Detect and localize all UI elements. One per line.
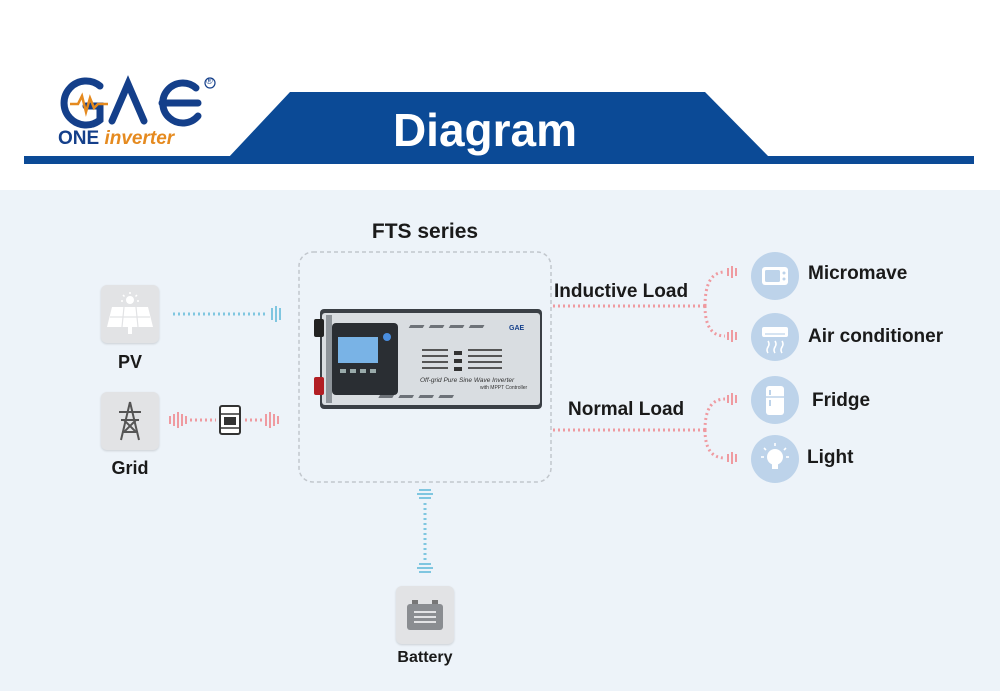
light-bulb-icon	[761, 443, 789, 469]
inverter-device: GAE Off-grid Pure Sine Wave Inverter wit…	[312, 305, 544, 415]
inverter-brand: GAE	[509, 325, 525, 332]
inverter-subcaption: with MPPT Controller	[480, 385, 528, 391]
banner-shape	[24, 75, 974, 164]
microwave-label: Micromave	[808, 263, 908, 284]
inverter-illustration	[314, 309, 542, 409]
grid-tile	[101, 392, 159, 450]
registered-mark: ®	[206, 76, 213, 86]
air-conditioner-icon	[762, 327, 788, 354]
logo-mark	[60, 75, 202, 129]
pv-label: PV	[117, 352, 142, 372]
logo-word-inverter: inverter	[104, 128, 175, 149]
battery-label: Battery	[397, 649, 453, 666]
transmission-tower-icon	[119, 401, 141, 441]
fridge-icon	[766, 386, 784, 415]
air-conditioner-label: Air conditioner	[808, 326, 944, 347]
normal-load-label: Normal Load	[568, 399, 685, 420]
microwave-icon	[762, 267, 788, 285]
logo-wordmark: ONE inverter	[58, 128, 174, 150]
battery-tile	[396, 586, 454, 644]
solar-panel-icon	[107, 292, 153, 334]
light-circle	[751, 435, 799, 483]
grid-label: Grid	[111, 458, 149, 478]
inverter-caption: Off-grid Pure Sine Wave Inverter	[420, 377, 515, 384]
inductive-load-label: Inductive Load	[554, 281, 689, 302]
logo-word-one: ONE	[58, 128, 100, 149]
fridge-circle	[751, 376, 799, 424]
fridge-label: Fridge	[812, 390, 871, 411]
pv-tile	[101, 285, 159, 343]
series-title: FTS series	[371, 220, 479, 243]
microwave-circle	[751, 252, 799, 300]
header-banner: ONE inverter ® Diagram	[0, 0, 1000, 190]
air-conditioner-circle	[751, 313, 799, 361]
page-title: Diagram	[392, 104, 578, 156]
light-label: Light	[807, 447, 854, 468]
breaker-icon	[219, 405, 241, 435]
battery-icon	[407, 600, 443, 630]
